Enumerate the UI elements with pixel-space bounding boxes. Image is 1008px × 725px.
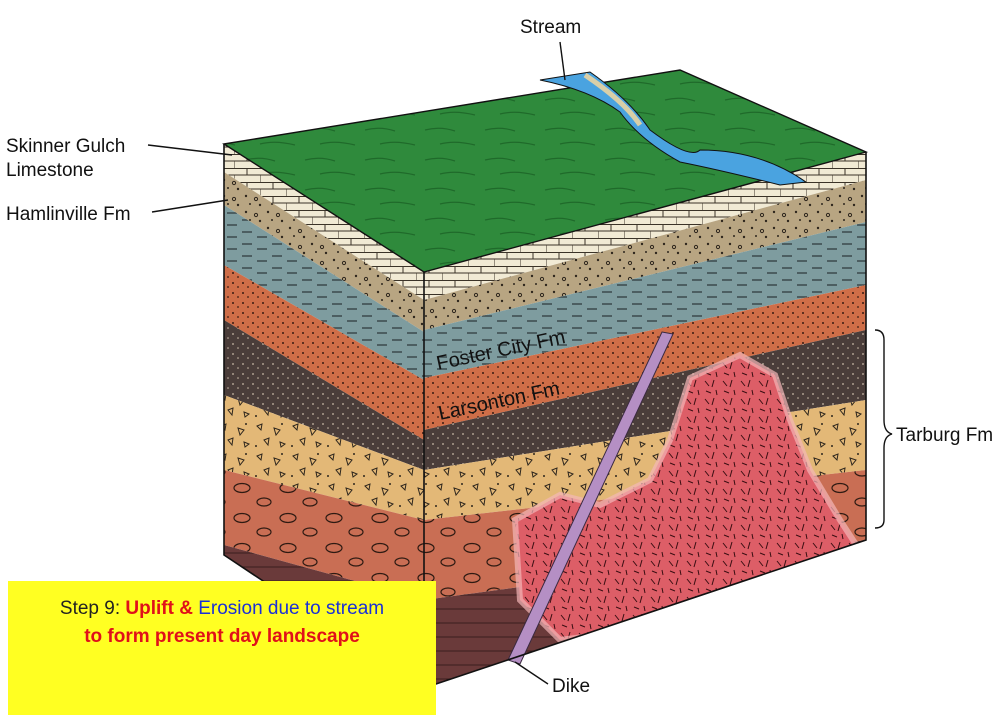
left-face — [224, 144, 424, 688]
caption-uplift: Uplift & — [125, 598, 199, 619]
caption-erosion: Erosion due to stream — [198, 598, 385, 619]
stream-channel — [539, 71, 808, 186]
step-caption-box: Step 9: Uplift & Erosion due to stream t… — [8, 581, 436, 715]
caption-step: Step 9: — [59, 598, 126, 619]
label-stream: Stream — [520, 17, 581, 38]
caption-line-1: Step 9: Uplift & Erosion due to stream — [8, 595, 436, 623]
label-hamlinville: Hamlinville Fm — [6, 204, 131, 225]
label-dike: Dike — [552, 676, 590, 697]
label-tarburg: Tarburg Fm — [896, 425, 993, 446]
label-limestone: Limestone — [6, 160, 94, 181]
caption-line-2: to form present day landscape — [84, 626, 360, 647]
front-face — [424, 152, 866, 688]
label-skinner-gulch: Skinner Gulch — [6, 136, 125, 157]
dike-intrusion — [507, 331, 674, 665]
